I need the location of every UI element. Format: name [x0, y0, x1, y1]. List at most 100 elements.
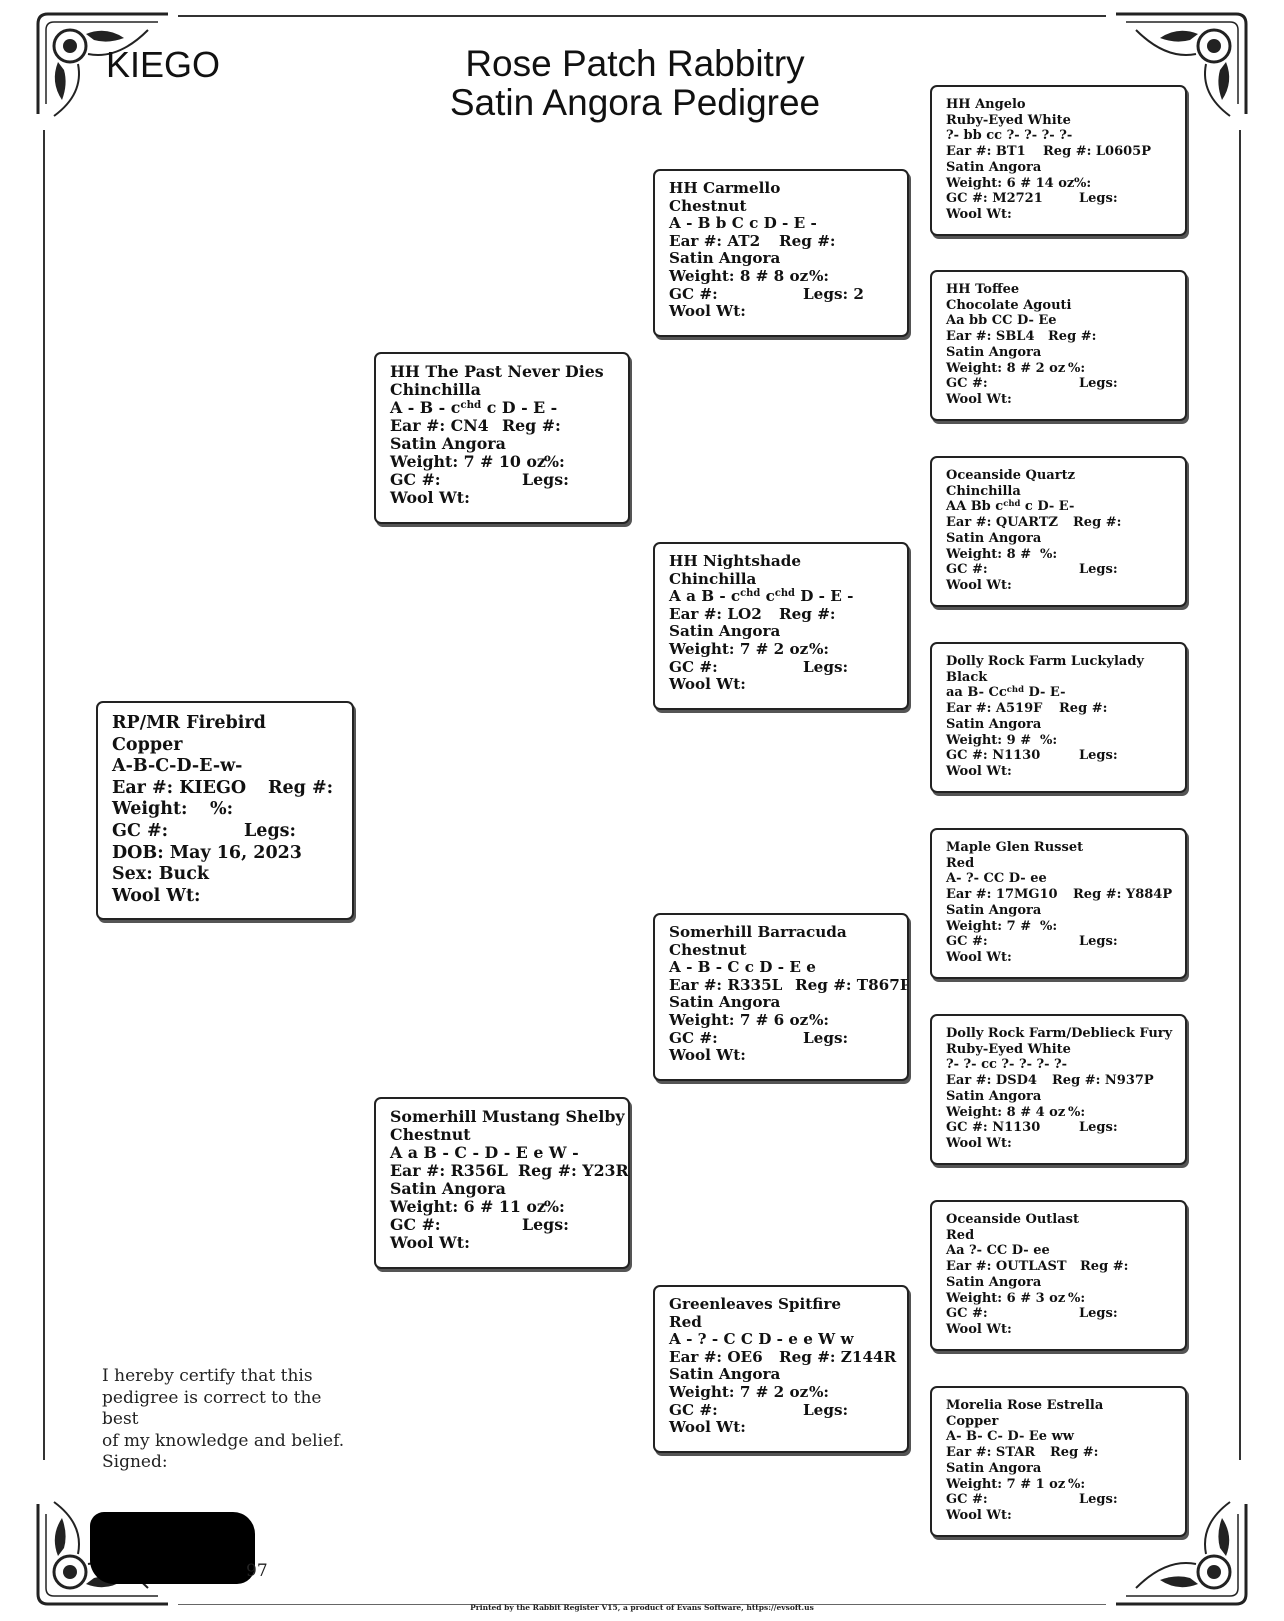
great-grandparent-genotype: Aa ?- CC D- ee: [946, 1243, 1050, 1259]
great-grandparent-wool: Wool Wt:: [946, 577, 1012, 593]
great-grandparent-card: HH Toffee Chocolate Agouti Aa bb CC D- E…: [930, 270, 1187, 421]
great-grandparent-legs: Legs:: [1079, 1306, 1118, 1322]
subject-name: RP/MR Firebird: [112, 713, 266, 733]
redacted-tail-text: 97: [246, 1561, 268, 1581]
great-grandparent-name: HH Toffee: [946, 282, 1020, 297]
great-grandparent-weight: Weight: 6 # 3 oz: [946, 1290, 1066, 1306]
subject-weight: Weight:: [112, 799, 188, 820]
great-grandparent-card: Dolly Rock Farm Luckylady Black aa B- Cc…: [930, 642, 1187, 793]
great-grandparent-breed: Satin Angora: [946, 1088, 1042, 1104]
dam-gc: GC #:: [390, 1215, 441, 1234]
grandparent-wool: Wool Wt:: [669, 675, 746, 694]
great-grandparent-pct: %:: [1068, 1290, 1086, 1306]
sire-ear: Ear #: CN4: [390, 416, 489, 435]
great-grandparent-wool: Wool Wt:: [946, 1135, 1012, 1151]
sire-genotype: A - B - cchd c D - E -: [390, 398, 558, 417]
great-grandparent-gc: GC #:: [946, 934, 988, 950]
great-grandparent-reg: Reg #:: [1073, 515, 1122, 531]
dam-name: Somerhill Mustang Shelby: [390, 1107, 625, 1126]
great-grandparent-breed: Satin Angora: [946, 530, 1042, 546]
great-grandparent-card: Oceanside Outlast Red Aa ?- CC D- ee Ear…: [930, 1200, 1187, 1351]
sire-reg: Reg #:: [502, 416, 561, 435]
great-grandparent-reg: Reg #:: [1080, 1259, 1129, 1275]
great-grandparent-genotype: A- ?- CC D- ee: [946, 871, 1047, 887]
great-grandparent-breed: Satin Angora: [946, 159, 1042, 175]
great-grandparent-genotype: AA Bb cchd c D- E-: [946, 498, 1075, 515]
great-grandparent-color: Red: [946, 855, 975, 871]
great-grandparent-ear: Ear #: QUARTZ: [946, 515, 1059, 531]
great-grandparent-name: Oceanside Quartz: [946, 468, 1075, 483]
grandparent-gc: GC #:: [669, 284, 718, 303]
great-grandparent-pct: %:: [1040, 918, 1058, 934]
grandparent-name: HH Nightshade: [669, 552, 802, 570]
subject-gc: GC #:: [112, 820, 169, 841]
grandparent-weight: Weight: 7 # 2 oz: [669, 639, 809, 658]
great-grandparent-ear: Ear #: STAR: [946, 1445, 1036, 1461]
great-grandparent-breed: Satin Angora: [946, 344, 1042, 360]
great-grandparent-genotype: A- B- C- D- Ee ww: [946, 1429, 1074, 1445]
dam-genotype: A a B - C - D - E e W -: [390, 1143, 579, 1162]
grandparent-ear: Ear #: OE6: [669, 1347, 763, 1366]
ornament-top-left-icon: [36, 12, 168, 117]
grandparent-card: Somerhill Barracuda Chestnut A - B - C c…: [653, 913, 909, 1081]
grandparent-breed: Satin Angora: [669, 1365, 781, 1384]
grandparent-pct: %:: [809, 266, 830, 285]
subject-pct: %:: [210, 799, 234, 820]
great-grandparent-genotype: aa B- Ccchd D- E-: [946, 684, 1066, 701]
great-grandparent-reg: Reg #:: [1059, 701, 1108, 717]
frame-left-line: [43, 130, 45, 1460]
great-grandparent-color: Ruby-Eyed White: [946, 112, 1071, 128]
great-grandparent-weight: Weight: 8 # 2 oz: [946, 360, 1066, 376]
sire-breed: Satin Angora: [390, 434, 506, 453]
great-grandparent-ear: Ear #: BT1: [946, 144, 1026, 160]
great-grandparent-weight: Weight: 7 # 1 oz: [946, 1476, 1066, 1492]
title-line-2: Satin Angora Pedigree: [449, 82, 821, 123]
great-grandparent-wool: Wool Wt:: [946, 949, 1012, 965]
dam-weight: Weight: 6 # 11 oz: [390, 1197, 546, 1216]
great-grandparent-weight: Weight: 8 #: [946, 546, 1032, 562]
great-grandparent-pct: %:: [1068, 360, 1086, 376]
great-grandparent-ear: Ear #: OUTLAST: [946, 1259, 1067, 1275]
grandparent-pct: %:: [809, 1010, 830, 1029]
great-grandparent-pct: %:: [1040, 732, 1058, 748]
dam-pct: %:: [544, 1197, 565, 1216]
great-grandparent-legs: Legs:: [1079, 191, 1118, 207]
great-grandparent-reg: Reg #:: [1050, 1445, 1099, 1461]
great-grandparent-legs: Legs:: [1079, 376, 1118, 392]
grandparent-color: Chestnut: [669, 940, 747, 959]
grandparent-reg: Reg #: T867P: [795, 975, 909, 994]
sire-name: HH The Past Never Dies: [390, 362, 604, 381]
grandparent-ear: Ear #: LO2: [669, 604, 762, 623]
subject-genotype: A-B-C-D-E-w-: [112, 756, 243, 777]
great-grandparent-wool: Wool Wt:: [946, 391, 1012, 407]
great-grandparent-pct: %:: [1074, 175, 1092, 191]
subject-legs: Legs:: [244, 820, 296, 841]
ornament-bottom-right-icon: [1116, 1501, 1248, 1606]
great-grandparent-gc: GC #:: [946, 562, 988, 578]
grandparent-gc: GC #:: [669, 657, 718, 676]
great-grandparent-weight: Weight: 6 # 14 oz: [946, 175, 1075, 191]
great-grandparent-pct: %:: [1068, 1104, 1086, 1120]
grandparent-wool: Wool Wt:: [669, 1046, 746, 1065]
grandparent-name: Somerhill Barracuda: [669, 923, 847, 941]
grandparent-reg: Reg #:: [779, 604, 836, 623]
title-line-1: Rose Patch Rabbitry: [465, 43, 805, 84]
great-grandparent-name: Morelia Rose Estrella: [946, 1398, 1104, 1413]
grandparent-legs: Legs: 2: [803, 284, 864, 303]
great-grandparent-breed: Satin Angora: [946, 902, 1042, 918]
subject-color: Copper: [112, 734, 183, 755]
great-grandparent-wool: Wool Wt:: [946, 1507, 1012, 1523]
great-grandparent-name: HH Angelo: [946, 97, 1026, 112]
great-grandparent-card: HH Angelo Ruby-Eyed White ?- bb cc ?- ?-…: [930, 85, 1187, 236]
sire-pct: %:: [544, 452, 565, 471]
redacted-signature: [90, 1512, 255, 1584]
dam-breed: Satin Angora: [390, 1179, 506, 1198]
grandparent-card: HH Carmello Chestnut A - B b C c D - E -…: [653, 169, 909, 337]
grandparent-legs: Legs:: [803, 657, 849, 676]
great-grandparent-name: Maple Glen Russet: [946, 840, 1084, 855]
great-grandparent-gc: GC #: N1130: [946, 1120, 1041, 1136]
great-grandparent-legs: Legs:: [1079, 748, 1118, 764]
grandparent-legs: Legs:: [803, 1400, 849, 1419]
great-grandparent-gc: GC #:: [946, 1492, 988, 1508]
great-grandparent-card: Maple Glen Russet Red A- ?- CC D- ee Ear…: [930, 828, 1187, 979]
